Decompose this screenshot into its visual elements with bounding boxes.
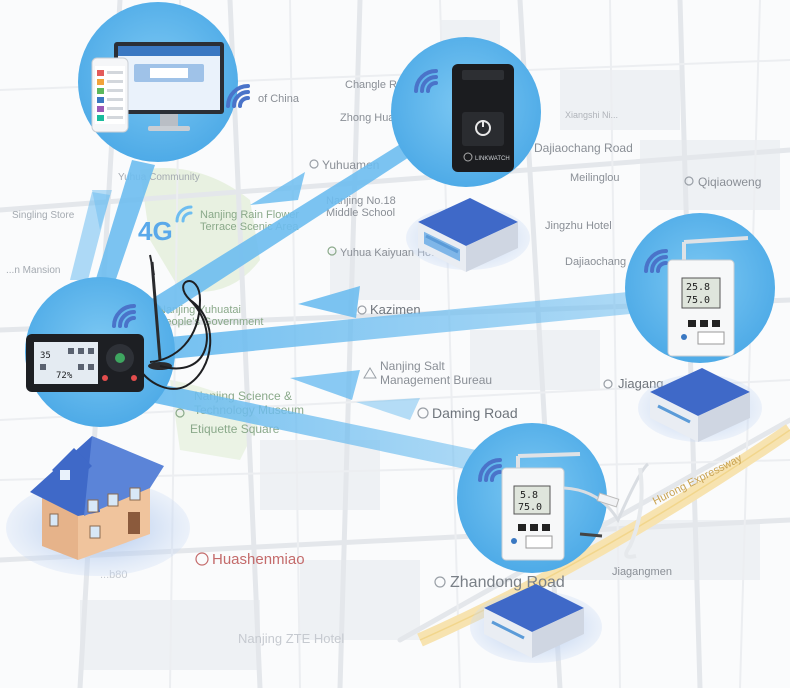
data-logger-bottom-icon: 5.8 75.0 — [501, 452, 650, 561]
map-label-zhandong-road: Zhandong Road — [450, 574, 565, 591]
map-label-meilinglou: Meilinglou — [570, 172, 620, 184]
arrow-up-left — [92, 190, 112, 230]
warehouse-icon — [650, 368, 750, 442]
map-pin-icon — [309, 159, 319, 169]
map-pin-icon — [195, 552, 209, 566]
map-pin-icon — [684, 176, 694, 186]
smartphone-icon — [91, 57, 129, 133]
wifi-icon — [175, 205, 193, 223]
map-label-singling-store: Singling Store — [12, 210, 75, 221]
logger-bottom-temp: 5.8 — [520, 490, 538, 501]
map-pin-icon — [434, 576, 446, 588]
beam-gateway-to-monitor — [150, 138, 420, 314]
map-label-capital: of China — [258, 93, 300, 105]
map-label-mansion: ...n Mansion — [6, 265, 60, 276]
data-logger-right-icon: 25.8 75.0 — [667, 236, 749, 357]
warehouse-icon — [418, 198, 518, 272]
map-pin-icons — [175, 143, 694, 588]
map-pin-icon — [175, 408, 185, 418]
signal-beams — [70, 138, 630, 470]
map-label-dajiaochang: Dajiaochang — [565, 256, 626, 268]
map-label-xiangshi: Xiangshi Ni... — [565, 110, 618, 120]
wifi-icon — [414, 69, 438, 93]
map-label-daming-road: Daming Road — [432, 405, 518, 421]
beam-logger-right-to-monitor — [160, 292, 630, 360]
map-pin-icon — [327, 246, 337, 256]
gateway-brand-label: LINKWATCH — [475, 156, 510, 162]
brand-logo-icon — [463, 152, 473, 162]
map-label-zte-hotel: Nanjing ZTE Hotel — [238, 631, 344, 646]
arrow-head-salt-bureau — [290, 370, 360, 400]
map-star-icon — [363, 367, 377, 379]
wifi-icon — [112, 304, 136, 328]
house-icon — [30, 436, 164, 560]
monitor-readout-temp: 35 — [40, 351, 51, 361]
beam-monitor-to-computer — [95, 160, 155, 282]
monitor-readout-humidity: 72% — [56, 371, 73, 381]
map-label-yuhua-community: Yuhua Community — [118, 172, 200, 183]
map-pin-icon — [357, 305, 367, 315]
beam-logger-bottom-to-monitor — [150, 382, 476, 470]
map-label-qiqiaoweng: Qiqiaoweng — [698, 175, 761, 189]
map-pin-icon — [417, 407, 429, 419]
gateway-device-icon: LINKWATCH — [452, 64, 514, 172]
logger-right-humidity: 75.0 — [686, 295, 710, 306]
map-label-dajiaochang-road: Dajiaochang Road — [534, 141, 633, 155]
wifi-icon — [644, 249, 668, 273]
warehouse-icon — [484, 584, 584, 658]
map-pin-icon — [603, 379, 613, 389]
map-label-etiquette-square: Etiquette Square — [190, 422, 280, 436]
logger-right-temp: 25.8 — [686, 282, 710, 293]
wifi-icon — [478, 458, 502, 482]
4g-badge: 4G — [138, 216, 173, 246]
arrow-head-gateway — [250, 172, 305, 205]
arrow-head-kazimen — [298, 286, 360, 318]
monitor-receiver-icon: 35 72% — [26, 254, 212, 392]
map-label-jiagangmen: Jiagangmen — [612, 566, 672, 578]
map-label-huashenmiao: Huashenmiao — [212, 551, 305, 568]
computer-monitor-icon — [114, 42, 224, 131]
wifi-icon — [226, 84, 250, 108]
map-label-jingzhu-hotel: Jingzhu Hotel — [545, 220, 612, 232]
map-label-kazimen: Kazimen — [370, 302, 421, 317]
logger-bottom-humidity: 75.0 — [518, 502, 542, 513]
